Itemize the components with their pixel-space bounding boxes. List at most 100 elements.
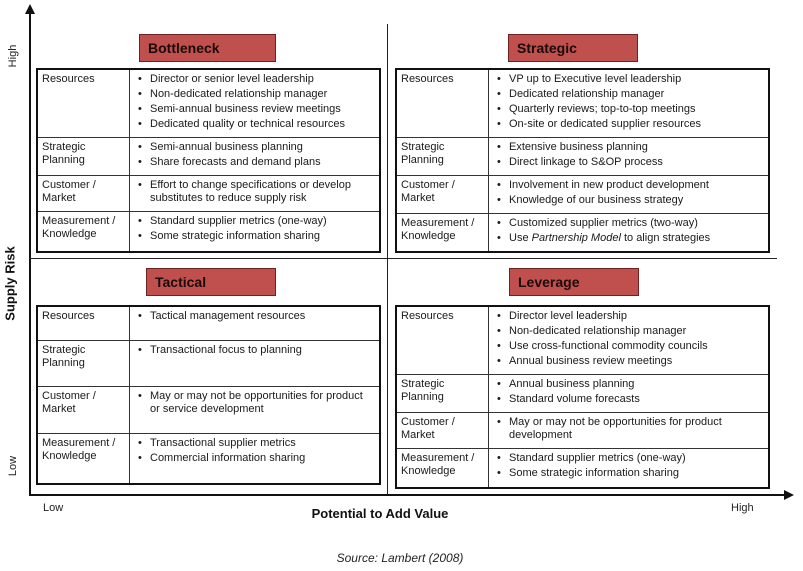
row-items: Director level leadershipNon-dedicated r… bbox=[489, 307, 768, 374]
list-item: Annual business planning bbox=[497, 378, 764, 391]
row-items: Effort to change specifications or devel… bbox=[130, 176, 379, 211]
list-item: Effort to change specifications or devel… bbox=[138, 179, 375, 205]
row-items: Semi-annual business planningShare forec… bbox=[130, 138, 379, 175]
row-label: Strategic Planning bbox=[397, 375, 489, 412]
row-items: Standard supplier metrics (one-way) Some … bbox=[489, 449, 768, 487]
list-item: Semi-annual business review meetings bbox=[138, 103, 375, 116]
bottleneck-title: Bottleneck bbox=[139, 34, 276, 62]
list-item: Standard volume forecasts bbox=[497, 393, 764, 406]
list-item: Tactical management resources bbox=[138, 310, 375, 323]
row-label: Strategic Planning bbox=[38, 341, 130, 386]
y-axis-line bbox=[29, 12, 31, 496]
list-item: Commercial information sharing bbox=[138, 452, 375, 465]
row-items: Tactical management resources bbox=[130, 307, 379, 340]
table-row: ResourcesDirector level leadershipNon-de… bbox=[397, 307, 768, 374]
list-item: Dedicated quality or technical resources bbox=[138, 118, 375, 131]
table-row: Measurement / KnowledgeTransactional sup… bbox=[38, 433, 379, 483]
list-item: Some strategic information sharing bbox=[138, 230, 375, 243]
tactical-table: Resources Tactical management resourcesSt… bbox=[36, 305, 381, 485]
list-item: Director level leadership bbox=[497, 310, 764, 323]
list-item: Non-dedicated relationship manager bbox=[138, 88, 375, 101]
row-items: Extensive business planningDirect linkag… bbox=[489, 138, 768, 175]
x-axis-title: Potential to Add Value bbox=[311, 506, 449, 521]
list-item: On-site or dedicated supplier resources bbox=[497, 118, 764, 131]
row-items: Involvement in new product developmentKn… bbox=[489, 176, 768, 213]
list-item: Annual business review meetings bbox=[497, 355, 764, 368]
row-items: Customized supplier metrics (two-way) Use… bbox=[489, 214, 768, 251]
row-items: Director or senior level leadershipNon-d… bbox=[130, 70, 379, 137]
list-item: May or may not be opportunities for prod… bbox=[138, 390, 375, 416]
row-label: Resources bbox=[397, 70, 489, 137]
row-label: Customer / Market bbox=[397, 176, 489, 213]
list-item: Dedicated relationship manager bbox=[497, 88, 764, 101]
table-row: ResourcesDirector or senior level leader… bbox=[38, 70, 379, 137]
row-label: Resources bbox=[38, 307, 130, 340]
table-row: Strategic Planning Transactional focus to… bbox=[38, 340, 379, 386]
row-label: Measurement / Knowledge bbox=[38, 434, 130, 483]
quadrant-divider-vertical bbox=[387, 24, 388, 494]
strategic-title: Strategic bbox=[508, 34, 638, 62]
bottleneck-table: ResourcesDirector or senior level leader… bbox=[36, 68, 381, 253]
table-row: Strategic PlanningExtensive business pla… bbox=[397, 137, 768, 175]
y-axis-arrow-icon bbox=[25, 4, 35, 14]
row-label: Resources bbox=[38, 70, 130, 137]
row-label: Customer / Market bbox=[38, 387, 130, 433]
row-label: Customer / Market bbox=[38, 176, 130, 211]
row-label: Measurement / Knowledge bbox=[397, 449, 489, 487]
row-items: Annual business planningStandard volume … bbox=[489, 375, 768, 412]
table-row: Customer / Market Effort to change specif… bbox=[38, 175, 379, 211]
row-items: Standard supplier metrics (one-way) Some … bbox=[130, 212, 379, 251]
row-label: Customer / Market bbox=[397, 413, 489, 448]
list-item: Standard supplier metrics (one-way) bbox=[497, 452, 764, 465]
table-row: Strategic PlanningSemi-annual business p… bbox=[38, 137, 379, 175]
list-item: Some strategic information sharing bbox=[497, 467, 764, 480]
y-low-label: Low bbox=[7, 455, 19, 477]
tactical-title: Tactical bbox=[146, 268, 276, 296]
row-items: Transactional supplier metricsCommercial… bbox=[130, 434, 379, 483]
table-row: Resources Tactical management resources bbox=[38, 307, 379, 340]
list-item: Extensive business planning bbox=[497, 141, 764, 154]
x-axis-line bbox=[29, 494, 786, 496]
table-row: Measurement / KnowledgeStandard supplier… bbox=[397, 448, 768, 487]
x-high-label: High bbox=[731, 502, 754, 514]
row-label: Strategic Planning bbox=[38, 138, 130, 175]
leverage-title: Leverage bbox=[509, 268, 639, 296]
list-item: Direct linkage to S&OP process bbox=[497, 156, 764, 169]
table-row: Measurement / KnowledgeStandard supplier… bbox=[38, 211, 379, 251]
table-row: Customer / Market May or may not be oppor… bbox=[38, 386, 379, 433]
row-items: May or may not be opportunities for prod… bbox=[130, 387, 379, 433]
quadrant-divider-horizontal bbox=[29, 258, 777, 259]
list-item: Standard supplier metrics (one-way) bbox=[138, 215, 375, 228]
list-item: May or may not be opportunities for prod… bbox=[497, 416, 764, 442]
list-item: Semi-annual business planning bbox=[138, 141, 375, 154]
list-item: Knowledge of our business strategy bbox=[497, 194, 764, 207]
row-label: Strategic Planning bbox=[397, 138, 489, 175]
x-low-label: Low bbox=[43, 502, 64, 514]
row-label: Measurement / Knowledge bbox=[397, 214, 489, 251]
table-row: Customer / MarketInvolvement in new prod… bbox=[397, 175, 768, 213]
list-item: Use cross-functional commodity councils bbox=[497, 340, 764, 353]
table-row: Strategic PlanningAnnual business planni… bbox=[397, 374, 768, 412]
list-item: Transactional supplier metrics bbox=[138, 437, 375, 450]
list-item: Use Partnership Model to align strategie… bbox=[497, 232, 764, 245]
list-item: Customized supplier metrics (two-way) bbox=[497, 217, 764, 230]
y-axis-title: Supply Risk bbox=[2, 246, 18, 321]
list-item: Non-dedicated relationship manager bbox=[497, 325, 764, 338]
list-item: Transactional focus to planning bbox=[138, 344, 375, 357]
leverage-table: ResourcesDirector level leadershipNon-de… bbox=[395, 305, 770, 489]
row-label: Measurement / Knowledge bbox=[38, 212, 130, 251]
row-items: Transactional focus to planning bbox=[130, 341, 379, 386]
list-item: Quarterly reviews; top-to-top meetings bbox=[497, 103, 764, 116]
row-items: May or may not be opportunities for prod… bbox=[489, 413, 768, 448]
row-items: VP up to Executive level leadershipDedic… bbox=[489, 70, 768, 137]
list-item: VP up to Executive level leadership bbox=[497, 73, 764, 86]
table-row: Customer / Market May or may not be oppor… bbox=[397, 412, 768, 448]
x-axis-arrow-icon bbox=[784, 490, 794, 500]
strategic-table: ResourcesVP up to Executive level leader… bbox=[395, 68, 770, 253]
list-item: Director or senior level leadership bbox=[138, 73, 375, 86]
list-item: Involvement in new product development bbox=[497, 179, 764, 192]
source-caption: Source: Lambert (2008) bbox=[336, 551, 464, 565]
list-item: Share forecasts and demand plans bbox=[138, 156, 375, 169]
y-high-label: High bbox=[7, 44, 19, 68]
table-row: ResourcesVP up to Executive level leader… bbox=[397, 70, 768, 137]
